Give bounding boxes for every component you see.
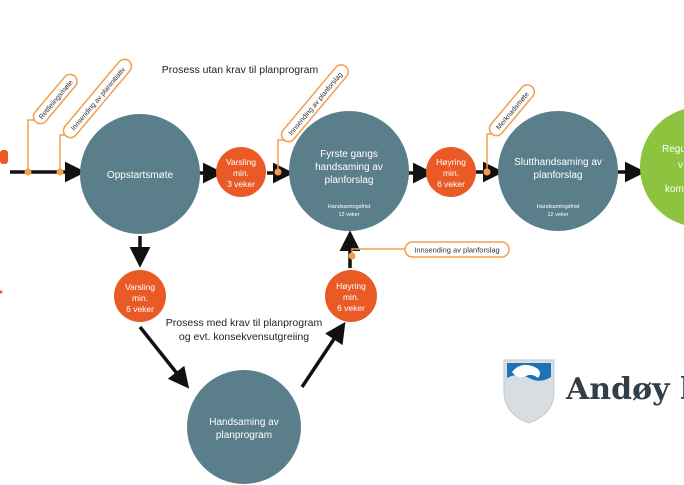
brand-name: Andøy k	[566, 372, 684, 407]
node-handsaming-planprogram: Handsaming av planprogram	[187, 370, 301, 484]
node-hoyring-top-line2: min.	[443, 168, 459, 178]
node-slutthandsaming-frist2: 12 veker	[547, 212, 568, 218]
node-varsling-left-line1: Varsling	[125, 282, 155, 292]
node-regulering-line1: Regu	[662, 144, 684, 155]
entry-marker	[0, 150, 8, 164]
tag-rettleiingsmote-label: Rettleiingsmøte	[38, 79, 75, 121]
node-fyrste-gangs-frist1: Handsamingsfrist	[328, 204, 371, 210]
shield-logo	[503, 359, 555, 424]
tag-innsending-planforslag: Innsending av planforslag	[348, 241, 510, 260]
tag-innsending-planforslag-label: Innsending av planforslag	[414, 246, 499, 255]
node-regulering-line2: v	[678, 160, 683, 171]
node-slutthandsaming: Slutthandsaming av planforslag Handsamin…	[498, 111, 618, 231]
node-varsling-top-line3: 3 veker	[227, 179, 255, 189]
node-varsling-left: Varsling min. 6 veker	[114, 270, 166, 322]
node-oppstartsmote-label: Oppstartsmøte	[107, 170, 174, 181]
node-slutthandsaming-line1: Slutthandsaming av	[514, 157, 602, 168]
node-hoyring-right-line2: min.	[343, 292, 359, 302]
node-fyrste-gangs: Fyrste gangs handsaming av planforslag H…	[289, 111, 409, 231]
left-edge-dot	[0, 290, 3, 294]
heading-top: Prosess utan krav til planprogram	[162, 64, 319, 76]
node-fyrste-gangs-frist2: 12 veker	[338, 212, 359, 218]
node-fyrste-gangs-line1: Fyrste gangs	[320, 149, 378, 160]
node-varsling-left-line2: min.	[132, 293, 148, 303]
heading-lower-line2: og evt. konsekvensutgreiing	[179, 331, 309, 343]
arrow-planprogram-to-hoyring	[300, 321, 346, 388]
node-handsaming-planprogram-line1: Handsaming av	[209, 417, 278, 428]
node-regulering: Regu v kom	[640, 109, 684, 225]
node-slutthandsaming-line2: planforslag	[534, 170, 583, 181]
node-hoyring-right-line1: Høyring	[336, 281, 366, 291]
node-varsling-left-line3: 6 veker	[126, 304, 154, 314]
node-fyrste-gangs-line2: handsaming av	[315, 162, 383, 173]
node-regulering-line3: kom	[665, 184, 684, 195]
node-hoyring-top: Høyring min. 6 veker	[426, 147, 476, 197]
node-hoyring-top-line3: 6 veker	[437, 179, 465, 189]
heading-lower-line1: Prosess med krav til planprogram	[166, 317, 323, 329]
node-hoyring-top-line1: Høyring	[436, 157, 466, 167]
node-handsaming-planprogram-line2: planprogram	[216, 430, 272, 441]
node-varsling-top-line2: min.	[233, 168, 249, 178]
arrow-varsling-to-planprogram	[138, 325, 190, 389]
node-fyrste-gangs-line3: planforslag	[325, 175, 374, 186]
node-varsling-top-line1: Varsling	[226, 157, 256, 167]
node-hoyring-right: Høyring min. 6 veker	[325, 270, 377, 322]
node-hoyring-right-line3: 6 veker	[337, 303, 365, 313]
node-varsling-top: Varsling min. 3 veker	[216, 147, 266, 197]
node-oppstartsmote: Oppstartsmøte	[80, 114, 200, 234]
node-slutthandsaming-frist1: Handsamingsfrist	[537, 204, 580, 210]
